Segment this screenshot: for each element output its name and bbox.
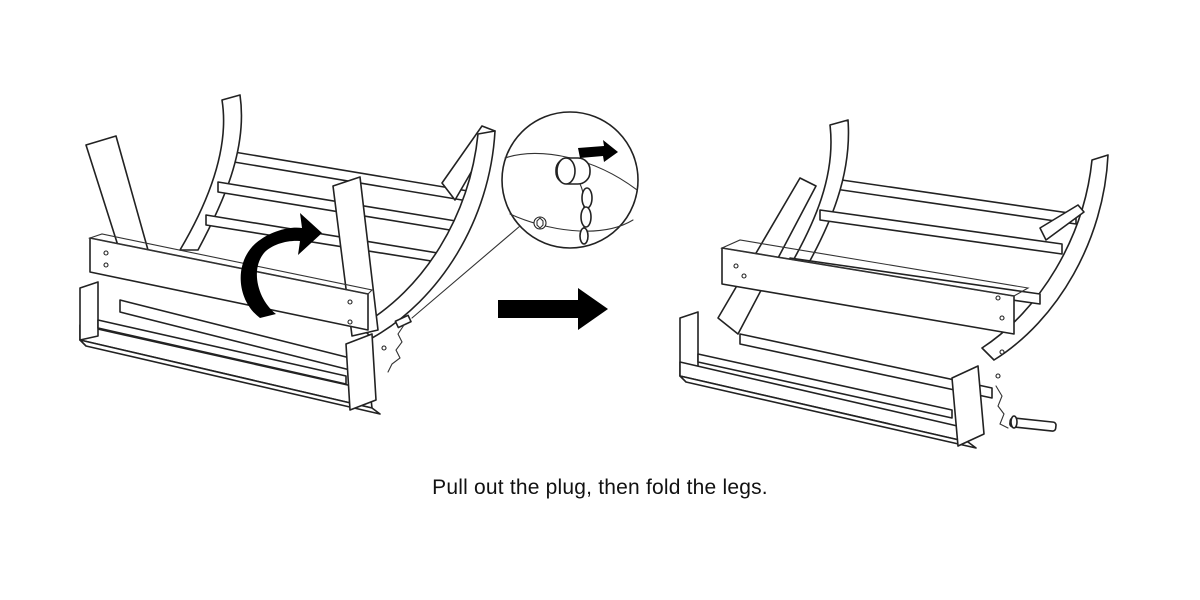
step-2-assembly	[679, 119, 1109, 449]
plug-removed-with-chain	[995, 385, 1057, 432]
step-1-assembly	[79, 94, 496, 415]
base-frame-bottom	[679, 375, 977, 449]
front-cross-board	[89, 237, 369, 331]
middle-slat-1	[819, 209, 1063, 255]
base-frame-bottom	[79, 339, 381, 415]
step-rail-front	[739, 333, 993, 399]
base-side-right	[345, 333, 377, 411]
base-side-left	[79, 281, 99, 341]
inner-rail	[97, 319, 347, 385]
pull-direction-arrow-icon	[578, 140, 618, 162]
base-side-right	[951, 365, 985, 447]
curved-arm-left	[179, 94, 243, 251]
curved-arm-right	[359, 130, 496, 339]
leg-left	[85, 135, 149, 253]
inner-rail	[697, 353, 953, 419]
plug-with-chain	[387, 314, 412, 373]
next-step-arrow-icon	[498, 288, 608, 330]
instruction-caption: Pull out the plug, then fold the legs.	[432, 476, 768, 499]
curved-rotate-arrow-icon	[240, 213, 322, 318]
curved-arm-right	[981, 154, 1109, 361]
magnifier-callout	[411, 111, 639, 319]
